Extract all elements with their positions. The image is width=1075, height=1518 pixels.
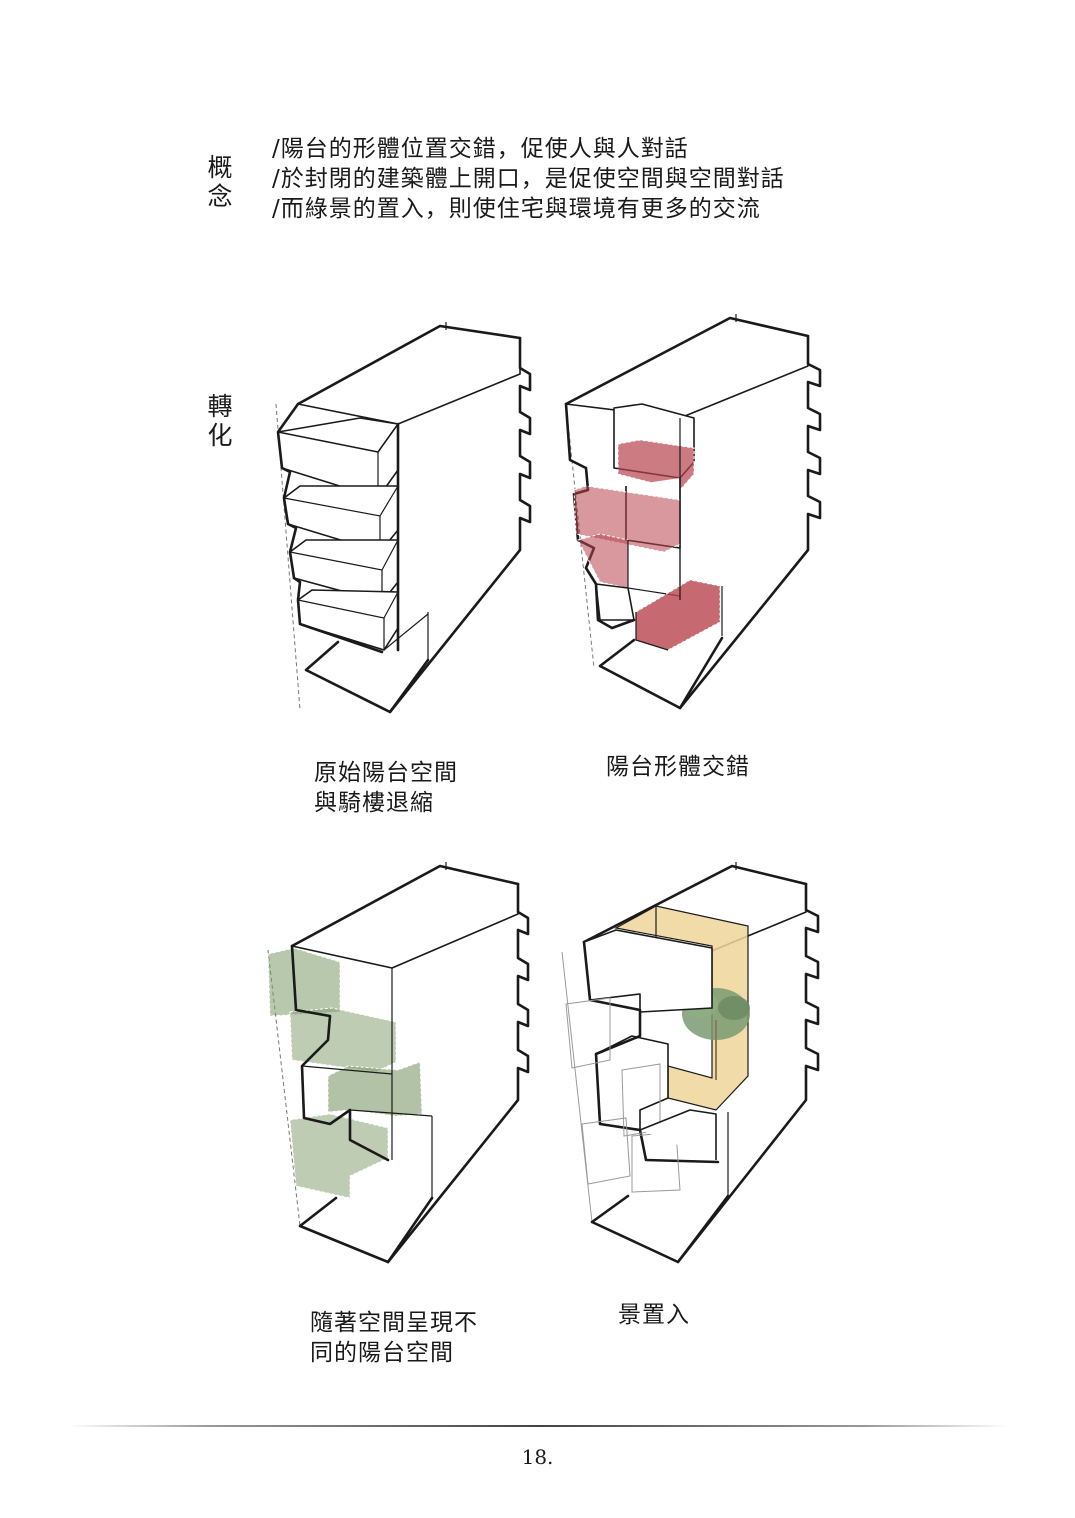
transform-label-char-1: 轉 <box>207 392 233 421</box>
caption-original-line-1: 原始陽台空間 <box>314 760 458 786</box>
caption-green-line-1: 景置入 <box>618 1302 690 1328</box>
concept-statements: /陽台的形體位置交錯，促使人與人對話 /於封閉的建築體上開口，是促使空間與空間對… <box>272 134 785 224</box>
diagram-original-balcony <box>275 322 532 714</box>
transform-label: 轉 化 <box>200 392 240 450</box>
footer-divider <box>68 1425 1008 1427</box>
diagram-staggered-balcony <box>564 314 822 710</box>
caption-staggered-line-1: 陽台形體交錯 <box>606 754 750 780</box>
caption-green: 景置入 <box>618 1300 690 1330</box>
concept-label-char-2: 念 <box>207 182 233 211</box>
concept-line-1: /陽台的形體位置交錯，促使人與人對話 <box>272 136 689 162</box>
concept-label-char-1: 概 <box>207 153 233 182</box>
concept-label: 概 念 <box>200 153 240 211</box>
caption-original-line-2: 與騎樓退縮 <box>314 790 434 816</box>
transform-label-char-2: 化 <box>207 421 233 450</box>
diagram-varied-balcony <box>267 862 530 1264</box>
caption-varied-line-2: 同的陽台空間 <box>310 1340 454 1366</box>
caption-original: 原始陽台空間 與騎樓退縮 <box>314 758 458 818</box>
caption-varied-line-1: 隨著空間呈現不 <box>310 1310 478 1336</box>
concept-line-3: /而綠景的置入，則使住宅與環境有更多的交流 <box>272 196 761 222</box>
concept-line-2: /於封閉的建築體上開口，是促使空間與空間對話 <box>272 166 785 192</box>
diagram-green-insertion <box>561 862 820 1264</box>
caption-varied: 隨著空間呈現不 同的陽台空間 <box>310 1308 478 1368</box>
caption-staggered: 陽台形體交錯 <box>606 752 750 782</box>
page-number: 18. <box>521 1445 554 1469</box>
